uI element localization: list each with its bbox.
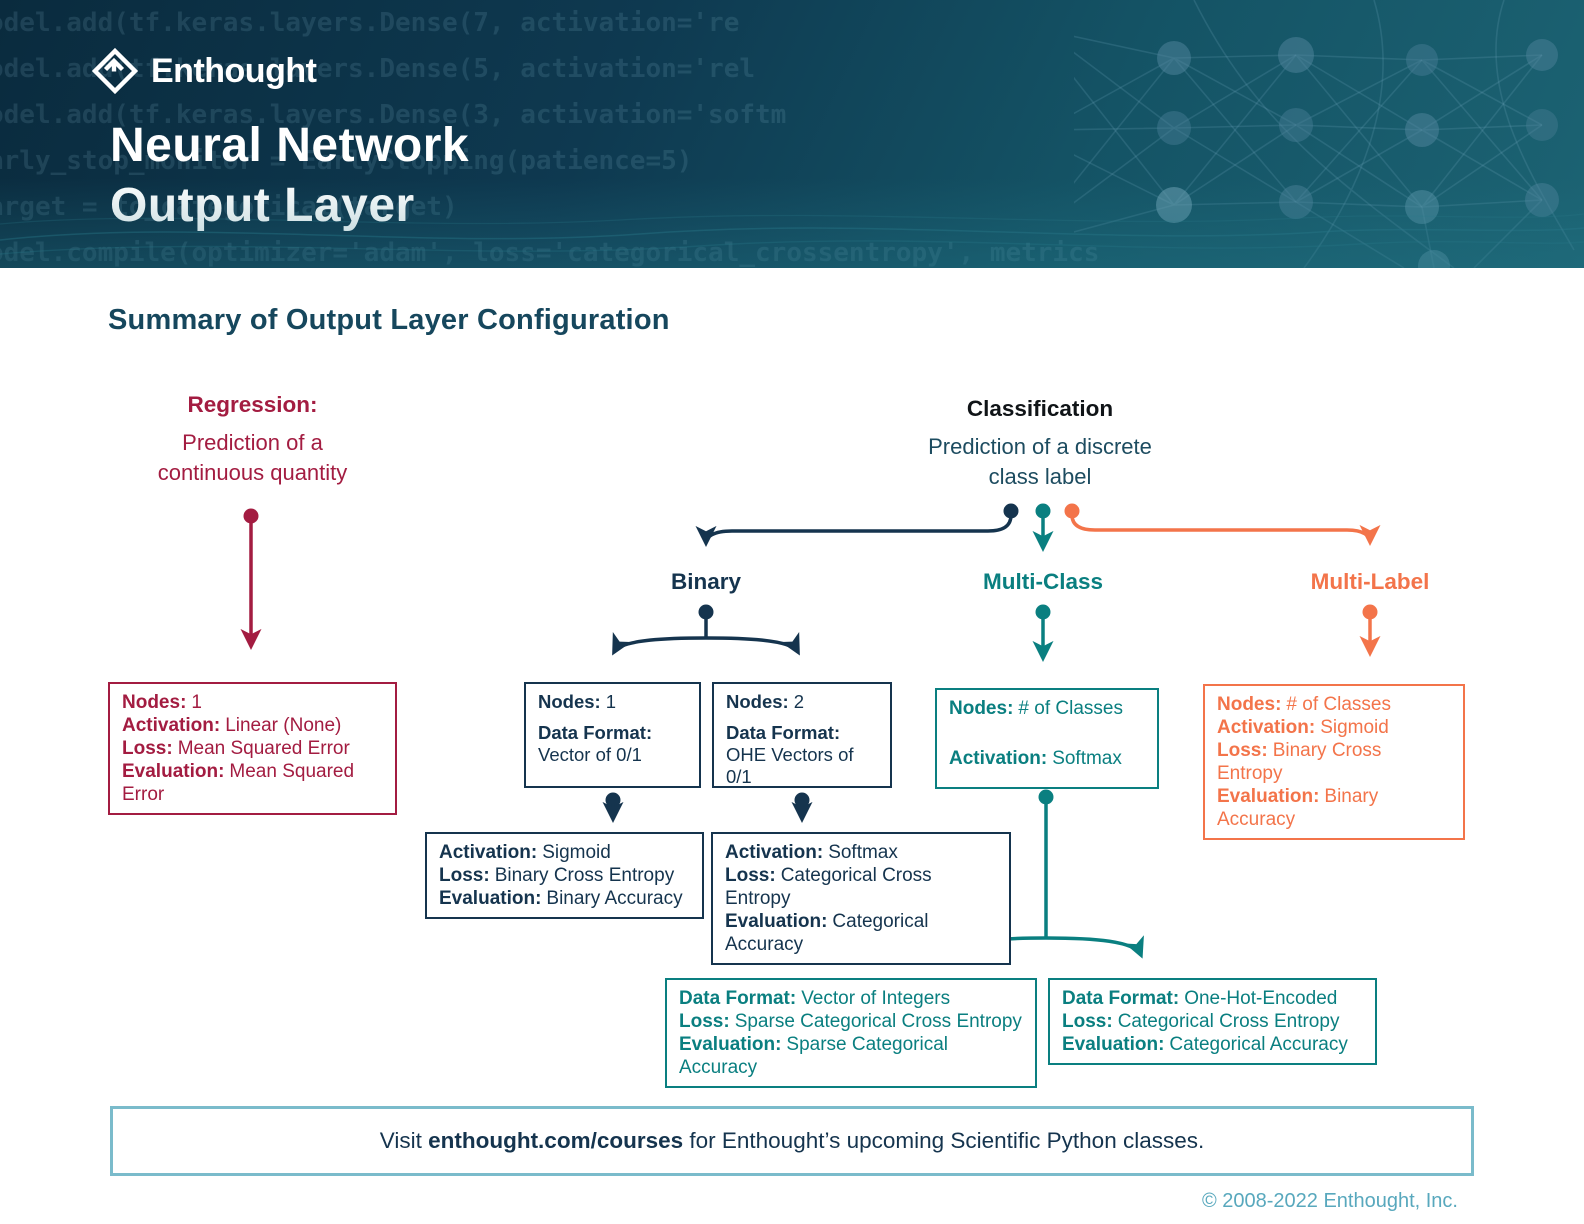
logo-wordmark: Enthought (151, 51, 317, 90)
box-line: Nodes:1 (122, 692, 202, 713)
box-line: Nodes:# of Classes (1217, 694, 1391, 715)
box-line: Data Format: (538, 722, 653, 743)
multi-class-ohe-detail-box: Data Format:One-Hot-Encoded Loss:Categor… (1048, 978, 1377, 1065)
classification-description-line2: class label (988, 464, 1092, 489)
box-line: Evaluation:Mean Squared Error (122, 761, 355, 805)
binary-nodes1-box: Nodes:1 Data Format: Vector of 0/1 (524, 682, 701, 788)
regression-config-box: Nodes:1 Activation:Linear (None) Loss:Me… (108, 682, 397, 815)
page-title-line2: Output Layer (110, 179, 415, 232)
box-line: OHE Vectors of 0/1 (726, 744, 854, 787)
box-line: Loss:Categorical Cross Entropy (725, 865, 932, 909)
box-line: Data Format:One-Hot-Encoded (1062, 988, 1338, 1009)
regression-description-line1: Prediction of a (182, 430, 323, 455)
box-line: Activation:Sigmoid (439, 842, 611, 863)
classification-description: Prediction of a discrete class label (865, 432, 1215, 492)
box-line: Nodes:2 (726, 691, 804, 712)
box-line: Loss:Binary Cross Entropy (1217, 740, 1382, 784)
box-line: Evaluation:Binary Accuracy (1217, 786, 1379, 830)
box-line: Activation:Softmax (949, 748, 1122, 769)
box-line: Nodes:1 (538, 691, 616, 712)
summary-title: Summary of Output Layer Configuration (108, 304, 670, 336)
footer-courses-link[interactable]: enthought.com/courses (428, 1128, 684, 1153)
regression-description-line2: continuous quantity (157, 460, 348, 485)
box-line: Data Format:Vector of Integers (679, 988, 951, 1009)
box-line: Evaluation:Categorical Accuracy (725, 911, 929, 955)
regression-description: Prediction of a continuous quantity (105, 428, 400, 488)
classification-label: Classification (966, 396, 1114, 421)
multi-label-branch-label: Multi-Label (1310, 569, 1430, 594)
multi-class-sparse-detail-box: Data Format:Vector of Integers Loss:Spar… (665, 978, 1037, 1088)
binary-branch-label: Binary (670, 569, 742, 594)
binary-nodes2-box: Nodes:2 Data Format: OHE Vectors of 0/1 (712, 682, 892, 788)
wave-mesh-graphic (0, 213, 1584, 255)
footer-visit-suffix: for Enthought’s upcoming Scientific Pyth… (683, 1128, 1205, 1153)
box-line: Evaluation:Categorical Accuracy (1062, 1034, 1348, 1055)
footer-text: Visit enthought.com/courses for Enthough… (380, 1128, 1205, 1154)
box-line: Vector of 0/1 (538, 744, 642, 765)
enthought-logo: Enthought (92, 48, 317, 94)
binary-sigmoid-detail-box: Activation:Sigmoid Loss:Binary Cross Ent… (425, 832, 704, 919)
box-line: Loss:Binary Cross Entropy (439, 865, 675, 886)
header-banner: odel.add(tf.keras.layers.Dense(7, activa… (0, 0, 1584, 268)
box-line: Activation:Softmax (725, 842, 898, 863)
footer-banner: Visit enthought.com/courses for Enthough… (110, 1106, 1474, 1176)
multi-label-config-box: Nodes:# of Classes Activation:Sigmoid Lo… (1203, 684, 1465, 840)
classification-description-line1: Prediction of a discrete (928, 434, 1152, 459)
multi-class-config-box: Nodes:# of Classes Activation:Softmax (935, 688, 1159, 789)
multi-class-branch-label: Multi-Class (982, 569, 1103, 594)
neural-network-graphic (1074, 0, 1575, 268)
box-line: Activation:Sigmoid (1217, 717, 1389, 738)
page-title: Neural Network Output Layer (110, 116, 469, 236)
box-line: Loss:Sparse Categorical Cross Entropy (679, 1011, 1022, 1032)
box-line: Evaluation:Binary Accuracy (439, 888, 683, 909)
page-title-line1: Neural Network (110, 119, 470, 172)
copyright-text: © 2008-2022 Enthought, Inc. (1201, 1190, 1458, 1212)
enthought-diamond-icon (92, 48, 138, 94)
footer-visit-prefix: Visit (379, 1128, 429, 1153)
box-line: Loss:Mean Squared Error (122, 738, 350, 759)
box-line: Evaluation:Sparse Categorical Accuracy (679, 1034, 948, 1078)
regression-label: Regression: (187, 392, 318, 417)
box-line: Nodes:# of Classes (949, 698, 1123, 719)
box-line: Data Format: (726, 722, 841, 743)
binary-softmax-detail-box: Activation:Softmax Loss:Categorical Cros… (711, 832, 1011, 965)
box-line: Activation:Linear (None) (122, 715, 342, 736)
box-line: Loss:Categorical Cross Entropy (1062, 1011, 1340, 1032)
